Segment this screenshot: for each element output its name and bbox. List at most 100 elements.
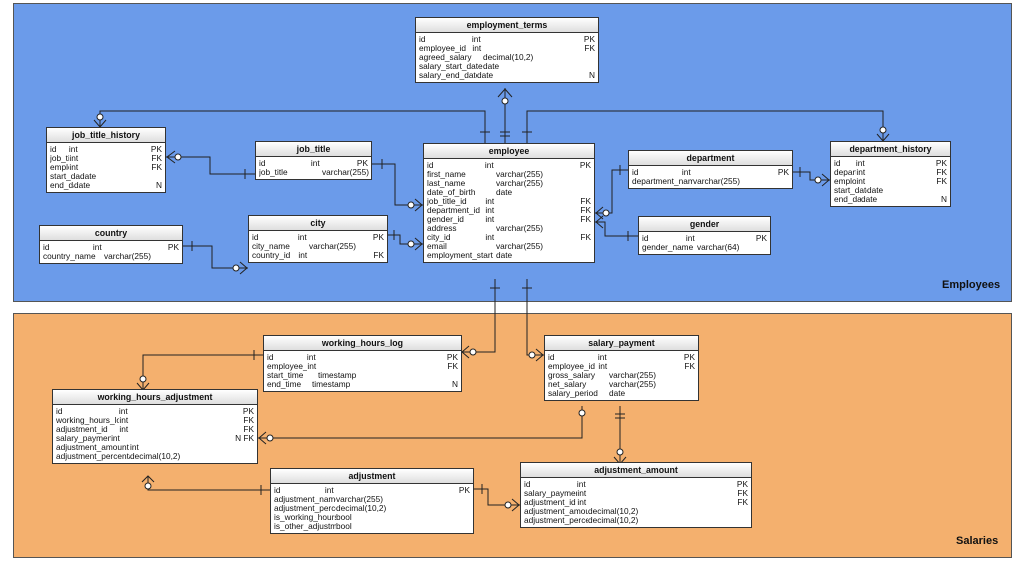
column-key: FK xyxy=(580,196,591,206)
column-key xyxy=(591,251,594,260)
link-employee-department xyxy=(595,169,628,214)
column-name: end_time xyxy=(267,380,302,389)
table-title: country xyxy=(40,226,182,241)
column-name: city_name xyxy=(252,242,290,251)
column-name: job_title_id xyxy=(427,197,467,206)
column-type: varchar(255) xyxy=(336,494,384,504)
column-type: int xyxy=(485,205,495,215)
column-name: is_working_hours_adjustment xyxy=(274,513,336,522)
column-name: id xyxy=(524,480,531,489)
column-type: bool xyxy=(336,512,352,522)
column-name: start_date xyxy=(834,186,867,195)
column-key: FK xyxy=(243,415,254,425)
column-type: date xyxy=(477,70,494,80)
column-type: int xyxy=(69,153,79,163)
column-key: FK xyxy=(737,497,748,507)
column-key: PK xyxy=(372,232,384,242)
column-row: adjustment_percentagedecimal(10,2) xyxy=(56,452,257,461)
column-name: date_of_birth xyxy=(427,188,476,197)
column-type: int xyxy=(92,242,102,252)
column-name: employee_id xyxy=(267,362,308,371)
department-history-table[interactable]: department_history idintPKdepartment_idi… xyxy=(830,141,951,207)
column-key xyxy=(591,170,594,179)
column-key: PK xyxy=(458,485,470,495)
working-hours-log-table[interactable]: working_hours_log idintPKemployee_idintF… xyxy=(263,335,462,392)
column-type: int xyxy=(485,196,495,206)
column-name: start_date xyxy=(50,172,80,181)
column-type: varchar(255) xyxy=(609,379,657,389)
table-title: salary_payment xyxy=(545,336,698,351)
adjustment-amount-table[interactable]: adjustment_amount idintPKsalary_payment_… xyxy=(520,462,752,528)
column-name: is_other_adjustment xyxy=(274,522,336,531)
column-key xyxy=(789,177,792,186)
column-type: int xyxy=(119,424,129,434)
column-name: country_name xyxy=(43,252,96,261)
table-title: working_hours_adjustment xyxy=(53,390,257,405)
column-key: PK xyxy=(736,479,748,489)
column-key: N xyxy=(589,70,595,80)
column-name: id xyxy=(632,168,639,177)
column-row: adjustment_percentagedecimal(10,2) xyxy=(274,504,473,513)
link-dh-employee-top xyxy=(526,110,884,143)
column-type: timestamp xyxy=(318,370,357,380)
link-employee-gender xyxy=(595,221,638,237)
column-key: FK xyxy=(447,361,458,371)
table-title: job_title xyxy=(256,142,371,157)
job-title-history-table[interactable]: job_title_history idintPKjob_title_idint… xyxy=(46,127,166,193)
column-type: varchar(255) xyxy=(496,223,544,233)
column-type: varchar(64) xyxy=(697,242,740,252)
column-row: adjustment_percentagedecimal(10,2) xyxy=(524,516,751,525)
column-name: department_id xyxy=(834,168,857,177)
column-row: salary_payment_idintN FK xyxy=(56,434,257,443)
column-name: job_title_id xyxy=(50,154,70,163)
column-name: adjustment_name xyxy=(274,495,336,504)
column-name: employee_id xyxy=(419,44,467,53)
column-name: salary_payment_id xyxy=(524,489,577,498)
column-key: PK xyxy=(150,144,162,154)
column-name: adjustment_percentage xyxy=(524,516,588,525)
table-title: department_history xyxy=(831,142,950,157)
column-type: int xyxy=(298,250,308,260)
column-name: adjustment_id xyxy=(524,498,576,507)
column-key: PK xyxy=(583,34,595,44)
column-row: adjustment_amountdecimal(10,2) xyxy=(524,507,751,516)
column-key xyxy=(470,504,473,513)
link-jth-jobtitle xyxy=(166,156,255,175)
column-type: int xyxy=(856,176,866,186)
column-type: varchar(255) xyxy=(496,169,544,179)
column-name: adjustment_percentage xyxy=(56,452,130,461)
column-type: int xyxy=(119,415,129,425)
column-type: int xyxy=(681,167,691,177)
column-type: date xyxy=(867,185,884,195)
column-name: id xyxy=(427,161,434,170)
column-type: int xyxy=(130,442,139,452)
column-name: end_date xyxy=(50,181,74,190)
table-title: employment_terms xyxy=(416,18,598,33)
link-sp-wha xyxy=(258,406,583,439)
column-name: end_date xyxy=(834,195,861,204)
column-key xyxy=(458,371,461,380)
